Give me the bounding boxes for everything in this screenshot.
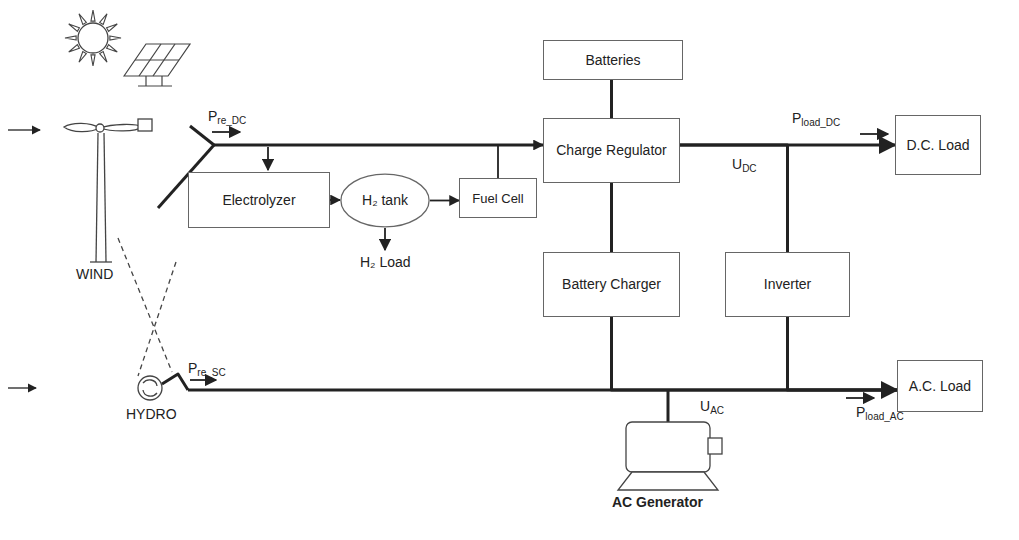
process-box: Charge Regulator (543, 118, 680, 183)
load-box: D.C. Load (895, 115, 981, 175)
node-text: Electrolyzer (218, 192, 299, 209)
node-text: A.C. Load (905, 378, 975, 395)
node-text: H₂ tank (358, 192, 412, 209)
process-box: Inverter (725, 252, 850, 317)
process-box: Electrolyzer (188, 172, 330, 228)
hydro-turbine (8, 376, 162, 400)
tank-ellipse: H₂ tank (340, 173, 430, 228)
power-bus (158, 126, 897, 422)
connector (610, 80, 613, 118)
sun-ray (79, 14, 86, 25)
sun-ray (69, 45, 80, 52)
voltage-label: UDC (732, 156, 757, 177)
sun-ray (110, 36, 121, 40)
node-text: D.C. Load (902, 137, 973, 154)
sun-ray (100, 52, 107, 63)
connector (330, 199, 340, 201)
sun-ray (69, 24, 80, 31)
connector (430, 200, 459, 202)
connector (612, 317, 898, 390)
output-label: H₂ Load (360, 254, 411, 271)
load-box: A.C. Load (897, 360, 983, 412)
solar-panel (124, 44, 190, 86)
connector (788, 317, 898, 390)
process-box: Battery Charger (543, 252, 680, 317)
node-text: Batteries (581, 52, 644, 69)
wind-turbine (8, 119, 152, 262)
power-label: Pload_AC (856, 404, 904, 425)
source-alternative-dashed (118, 238, 176, 376)
sun-ray (91, 55, 95, 66)
node-text: Battery Charger (558, 276, 665, 293)
sun-icon (65, 10, 121, 66)
power-label: Pre_DC (208, 108, 246, 129)
connector (680, 145, 788, 252)
node-text: Fuel Cell (468, 190, 527, 207)
connector (498, 145, 543, 178)
sun-ray (100, 14, 107, 25)
source-label: HYDRO (126, 406, 177, 423)
sun-ray (107, 45, 118, 52)
power-label: Pload_DC (792, 110, 840, 131)
sun-ray (65, 36, 76, 40)
voltage-label: UAC (700, 398, 724, 419)
sun-ray (107, 24, 118, 31)
power-label: Pre_SC (188, 360, 226, 381)
component-label: AC Generator (612, 494, 703, 511)
sun-ray (79, 52, 86, 63)
node-text: Charge Regulator (552, 142, 671, 159)
ac-generator (618, 422, 722, 490)
connector (610, 183, 613, 252)
source-label: WIND (76, 266, 113, 283)
node-text: Inverter (760, 276, 815, 293)
process-box: Fuel Cell (459, 178, 537, 218)
sun-ray (91, 10, 95, 21)
battery-box: Batteries (543, 40, 683, 80)
